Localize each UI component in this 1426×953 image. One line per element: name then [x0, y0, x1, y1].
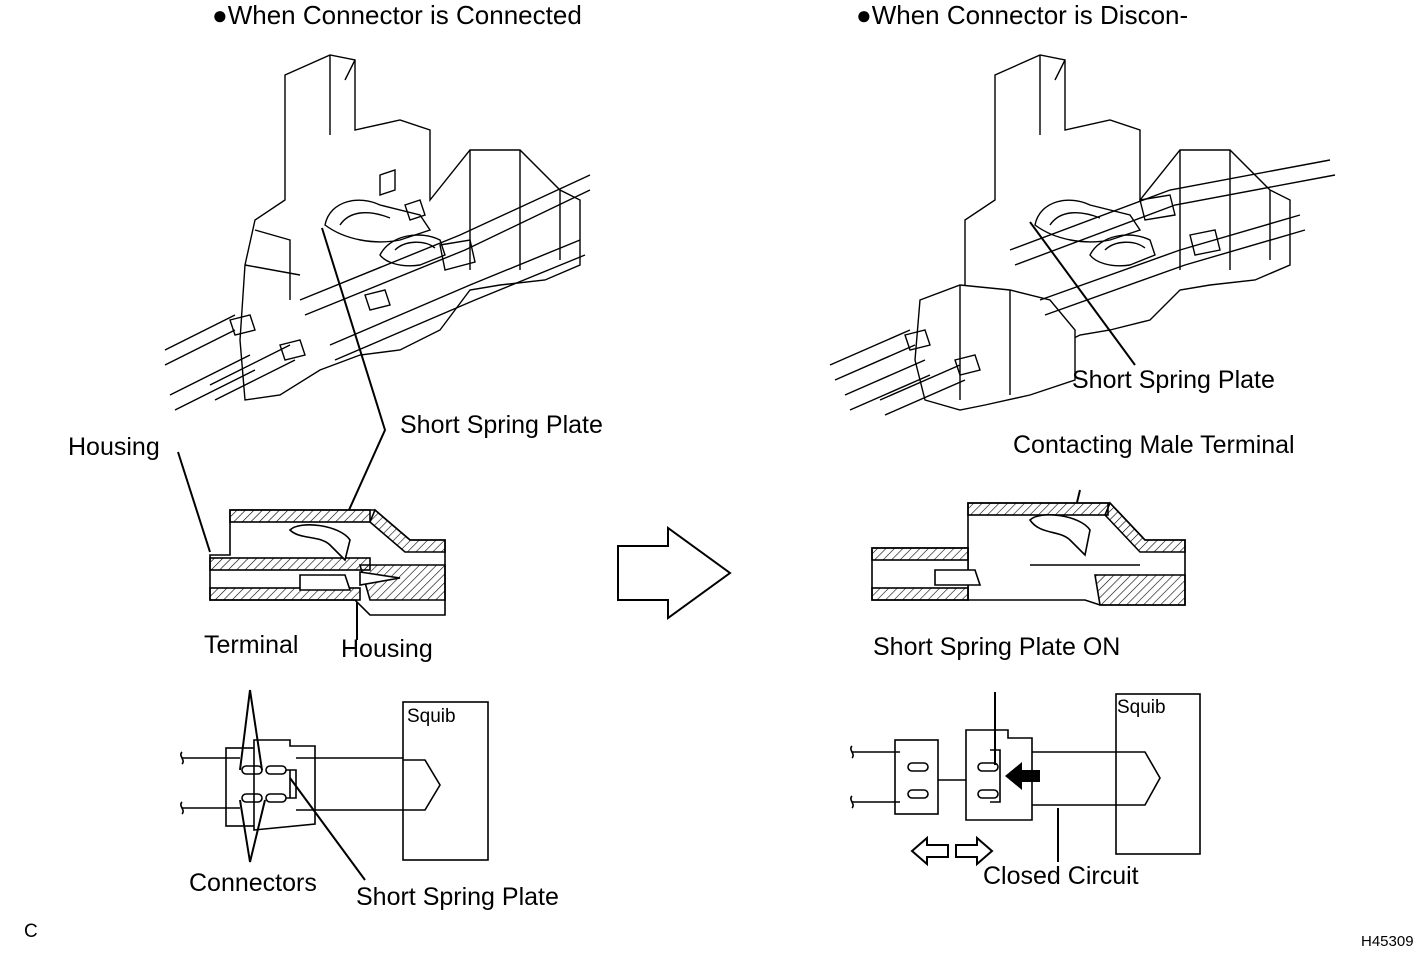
label-housing-left: Housing [68, 433, 160, 461]
separate-arrow-left-icon [910, 835, 949, 867]
contact-arrow-icon [1005, 762, 1040, 790]
label-short-spring-plate-bottom: Short Spring Plate [356, 883, 559, 911]
label-short-spring-plate-on: Short Spring Plate ON [873, 633, 1121, 661]
right-heading: ●When Connector is Discon- [856, 0, 1189, 30]
label-terminal: Terminal [204, 631, 299, 659]
label-squib-right: Squib [1117, 697, 1166, 718]
figure-code: H45309 [1361, 933, 1414, 950]
label-closed-circuit: Closed Circuit [983, 862, 1139, 890]
disconnected-cross-section [871, 501, 1186, 606]
label-connectors: Connectors [189, 869, 317, 897]
left-heading: ●When Connector is Connected [212, 0, 582, 30]
disconnected-circuit-schematic [850, 692, 1201, 862]
label-contacting-male-terminal: Contacting Male Terminal [1013, 431, 1295, 459]
label-squib-left: Squib [407, 706, 456, 727]
disconnected-connector-illustration [829, 54, 1336, 416]
label-housing-bottom: Housing [341, 635, 433, 663]
connected-cross-section [209, 508, 446, 616]
separate-arrow-right-icon [955, 835, 994, 867]
label-short-spring-plate-top: Short Spring Plate [400, 411, 603, 439]
connected-connector-illustration [164, 54, 591, 411]
corner-letter: C [24, 921, 38, 942]
label-short-spring-plate-right: Short Spring Plate [1072, 366, 1275, 394]
connected-circuit-schematic [180, 689, 489, 881]
transition-arrow [617, 526, 732, 620]
